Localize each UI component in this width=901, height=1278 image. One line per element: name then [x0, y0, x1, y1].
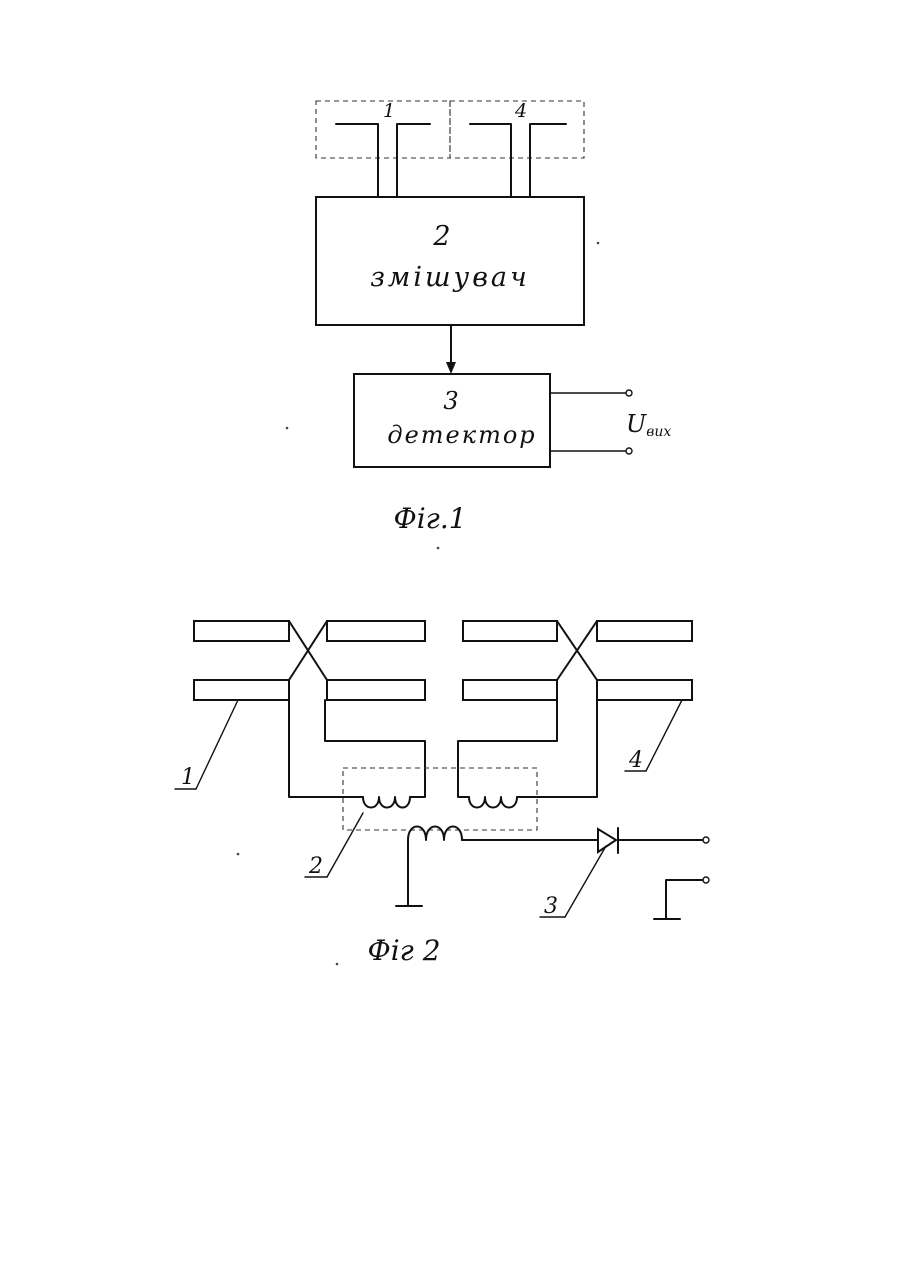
leader-2: [327, 813, 363, 877]
antenna-4-right-arm: [530, 124, 566, 197]
scan-specks: [237, 242, 600, 966]
antenna-1-block: 1: [316, 100, 450, 197]
ground-output-wire: [666, 880, 703, 918]
antenna-4-block: 4: [450, 100, 584, 197]
output-voltage-subscript: вих: [646, 424, 671, 440]
strip-right-top-inner: [463, 621, 557, 641]
transformer-enclosure: [343, 768, 537, 830]
leader-4: [646, 700, 682, 771]
label-3: 3: [544, 894, 558, 919]
antenna-4-label: 4: [514, 100, 527, 122]
left-feed-inner: [325, 700, 425, 797]
strip-right-bottom-outer: [597, 680, 692, 700]
leader-3: [565, 846, 606, 917]
diode-triangle-icon: [598, 829, 616, 852]
antenna-1-right-arm: [397, 124, 430, 197]
strip-left-top-outer: [194, 621, 289, 641]
strip-right-bottom-inner: [463, 680, 557, 700]
mixer-number: 2: [432, 221, 450, 252]
diode-output-terminal-icon: [703, 837, 709, 843]
detector-block: 3 детектор: [354, 374, 550, 467]
strip-left-bottom-inner: [327, 680, 425, 700]
figure-2-caption: Фіг 2: [367, 934, 440, 967]
primary-coil-left-icon: [363, 797, 410, 808]
mixer-rect: [316, 197, 584, 325]
right-feed-inner: [458, 700, 557, 797]
primary-coil-right-icon: [469, 797, 517, 808]
figure-1: 1 4 2 змішувач 3 детектор: [316, 100, 671, 535]
secondary-coil-icon: [408, 827, 462, 841]
output-voltage-label: Uвих: [626, 410, 671, 440]
strip-right-top-outer: [597, 621, 692, 641]
arrow-head: [446, 362, 456, 374]
ground-terminal-icon: [703, 877, 709, 883]
reference-labels: 1 4 2 3: [175, 700, 682, 919]
detector-label: детектор: [387, 421, 536, 449]
figure-1-caption: Фіг.1: [393, 502, 466, 535]
label-1: 1: [181, 765, 195, 790]
label-4: 4: [628, 748, 643, 773]
antenna-4-left-arm: [470, 124, 511, 197]
right-stripline-antenna: [458, 621, 692, 797]
leader-1: [196, 700, 238, 789]
antenna-1-label: 1: [383, 100, 395, 122]
mixer-transformer: [343, 768, 598, 906]
detector-number: 3: [443, 387, 458, 415]
antenna-1-left-arm: [336, 124, 378, 197]
output-terminals: Uвих: [550, 390, 671, 454]
diode-detector: [598, 828, 709, 853]
figure-2: 1 4 2 3 Фіг 2: [175, 621, 709, 967]
terminal-bottom-icon: [626, 448, 632, 454]
left-stripline-antenna: [194, 621, 425, 797]
terminal-top-icon: [626, 390, 632, 396]
mixer-to-detector-arrow: [446, 325, 456, 374]
label-2: 2: [308, 854, 323, 879]
ground-output-terminal: [654, 877, 709, 919]
mixer-block: 2 змішувач: [316, 197, 584, 325]
output-voltage-symbol: U: [626, 410, 647, 438]
strip-left-top-inner: [327, 621, 425, 641]
strip-left-bottom-outer: [194, 680, 289, 700]
mixer-label: змішувач: [370, 262, 530, 293]
